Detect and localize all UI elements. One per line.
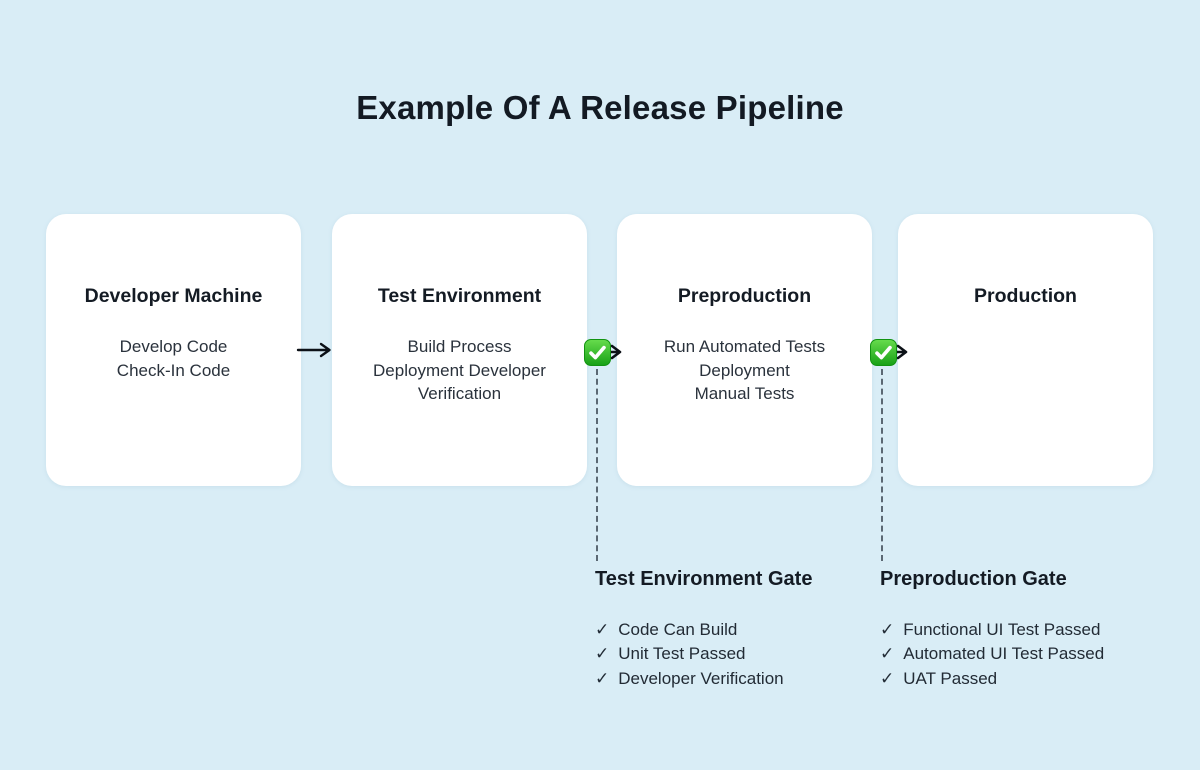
stage-task: Verification — [417, 384, 502, 403]
stage-task: Deployment Developer — [373, 360, 546, 380]
dashed-connector-line — [596, 369, 598, 561]
check-icon: ✓ — [595, 668, 610, 689]
gate-title: Test Environment Gate — [595, 568, 813, 590]
gate-criteria-list: ✓ Functional UI Test Passed ✓ Automated … — [880, 618, 1104, 691]
check-icon: ✓ — [880, 620, 895, 640]
gate-criterion: ✓ Functional UI Test Passed — [880, 618, 1104, 642]
green-check-badge-icon — [870, 339, 897, 366]
stage-card-test-environment: Test Environment Build Process Deploymen… — [332, 214, 587, 486]
gate-criterion-label: Automated UI Test Passed — [903, 644, 1105, 664]
gate-criterion: ✓ UAT Passed — [880, 667, 1104, 691]
stage-task: Check-In Code — [116, 360, 231, 380]
stage-task: Develop Code — [119, 337, 228, 356]
stage-title: Preproduction — [677, 285, 812, 307]
stage-title: Production — [974, 285, 1077, 307]
check-icon: ✓ — [880, 644, 895, 665]
gate-criterion-label: Code Can Build — [618, 620, 738, 639]
stage-card-production: Production — [898, 214, 1153, 486]
gate-title: Preproduction Gate — [880, 568, 1067, 590]
gate-criterion-label: Unit Test Passed — [618, 644, 746, 664]
check-icon: ✓ — [880, 668, 895, 689]
stage-task-list: Run Automated Tests Deployment Manual Te… — [617, 335, 872, 406]
stage-task-list: Build Process Deployment Developer Verif… — [332, 335, 587, 406]
gate-criterion: ✓ Code Can Build — [595, 618, 812, 642]
gate-criterion-label: Developer Verification — [618, 668, 784, 688]
gate-criteria-list: ✓ Code Can Build ✓ Unit Test Passed ✓ De… — [595, 618, 812, 691]
gate-criterion: ✓ Developer Verification — [595, 667, 812, 691]
stage-task: Manual Tests — [694, 384, 795, 403]
page-title: Example Of A Release Pipeline — [356, 89, 844, 126]
check-icon: ✓ — [595, 620, 610, 640]
dashed-connector-line — [881, 369, 883, 561]
stage-card-developer-machine: Developer Machine Develop Code Check-In … — [46, 214, 301, 486]
stage-title: Developer Machine — [84, 285, 263, 307]
arrow-right-icon — [296, 342, 331, 358]
gate-criterion: ✓ Unit Test Passed — [595, 642, 812, 666]
gate-test-environment: Test Environment Gate ✓ Code Can Build ✓… — [595, 566, 812, 691]
stage-task: Deployment — [699, 360, 790, 380]
gate-criterion-label: UAT Passed — [903, 668, 998, 688]
stage-task: Run Automated Tests — [663, 337, 826, 356]
stage-card-preproduction: Preproduction Run Automated Tests Deploy… — [617, 214, 872, 486]
gate-criterion: ✓ Automated UI Test Passed — [880, 642, 1104, 666]
stage-title: Test Environment — [377, 285, 542, 307]
gate-criterion-label: Functional UI Test Passed — [903, 620, 1101, 639]
green-check-badge-icon — [584, 339, 611, 366]
check-icon: ✓ — [595, 644, 610, 665]
stage-task-list: Develop Code Check-In Code — [46, 335, 301, 382]
stage-task: Build Process — [407, 337, 512, 356]
gate-preproduction: Preproduction Gate ✓ Functional UI Test … — [880, 566, 1104, 691]
